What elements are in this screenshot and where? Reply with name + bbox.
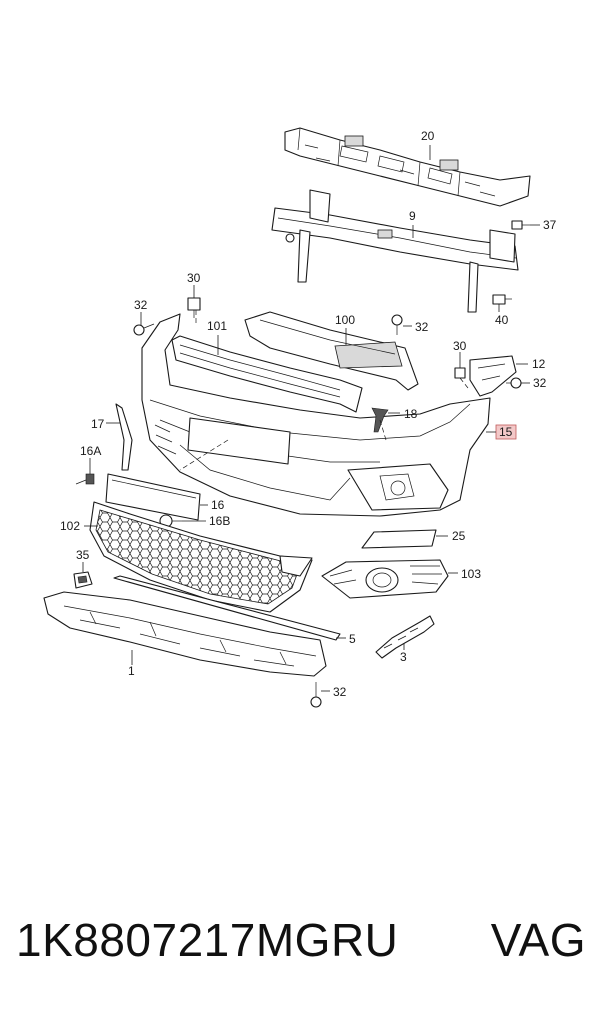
footer-bar: 1K8807217MGRU VAG xyxy=(0,905,600,975)
part-100-upper-bracket xyxy=(244,311,419,391)
label-3: 3 xyxy=(400,650,407,664)
label-25: 25 xyxy=(452,529,466,543)
screw-32-bottom xyxy=(310,682,322,708)
part-5-lower-strip xyxy=(113,575,341,641)
label-18: 18 xyxy=(404,407,418,421)
part-16A-clip xyxy=(75,473,95,485)
label-16B: 16B xyxy=(209,514,230,528)
part-101-upper-grille xyxy=(171,335,363,413)
label-12: 12 xyxy=(532,357,546,371)
part-16-license-plate-holder xyxy=(105,473,201,521)
label-30-left: 30 xyxy=(187,271,201,285)
screw-32-right xyxy=(506,377,522,389)
part-25-trim-strip xyxy=(361,529,437,549)
label-1: 1 xyxy=(128,664,135,678)
part-20-energy-absorber xyxy=(284,127,531,207)
dash-pin xyxy=(379,419,387,441)
label-103: 103 xyxy=(461,567,481,581)
screw-37 xyxy=(511,220,530,230)
clip-30-right xyxy=(454,367,466,379)
label-100: 100 xyxy=(335,313,355,327)
dash-clip30r xyxy=(459,377,469,389)
clip-30-left xyxy=(187,297,201,318)
part-15-bumper-cover xyxy=(141,313,491,517)
label-32-bottom: 32 xyxy=(333,685,347,699)
label-9: 9 xyxy=(409,209,416,223)
part-3-guide-bracket xyxy=(375,615,435,659)
part-35-clip xyxy=(73,571,93,589)
exploded-parts-diagram: 20 9 37 40 30 32 101 xyxy=(43,127,557,708)
part-9-bumper-reinforcement xyxy=(271,189,519,313)
label-15: 15 xyxy=(499,425,513,439)
label-102: 102 xyxy=(60,519,80,533)
part-103-fog-grille xyxy=(321,559,449,599)
part-number: 1K8807217MGRU xyxy=(16,914,399,966)
part-12-side-bracket xyxy=(469,355,517,397)
label-37: 37 xyxy=(543,218,557,232)
label-32-center: 32 xyxy=(415,320,429,334)
label-32-right: 32 xyxy=(533,376,547,390)
dash-plate xyxy=(179,439,229,471)
label-16: 16 xyxy=(211,498,225,512)
label-35: 35 xyxy=(76,548,90,562)
screw-32-center xyxy=(391,314,403,335)
part-17-side-strip xyxy=(115,403,133,471)
label-40: 40 xyxy=(495,313,509,327)
label-30-right: 30 xyxy=(453,339,467,353)
part-102-honeycomb-grille xyxy=(89,501,313,613)
label-5: 5 xyxy=(349,632,356,646)
label-101: 101 xyxy=(207,319,227,333)
screw-32-left xyxy=(133,323,155,336)
label-32-left: 32 xyxy=(134,298,148,312)
label-16A: 16A xyxy=(80,444,101,458)
part-1-underbody-shield xyxy=(43,591,327,677)
label-20: 20 xyxy=(421,129,435,143)
brand-name: VAG xyxy=(490,914,586,966)
screw-40 xyxy=(492,294,512,305)
label-17: 17 xyxy=(91,417,105,431)
